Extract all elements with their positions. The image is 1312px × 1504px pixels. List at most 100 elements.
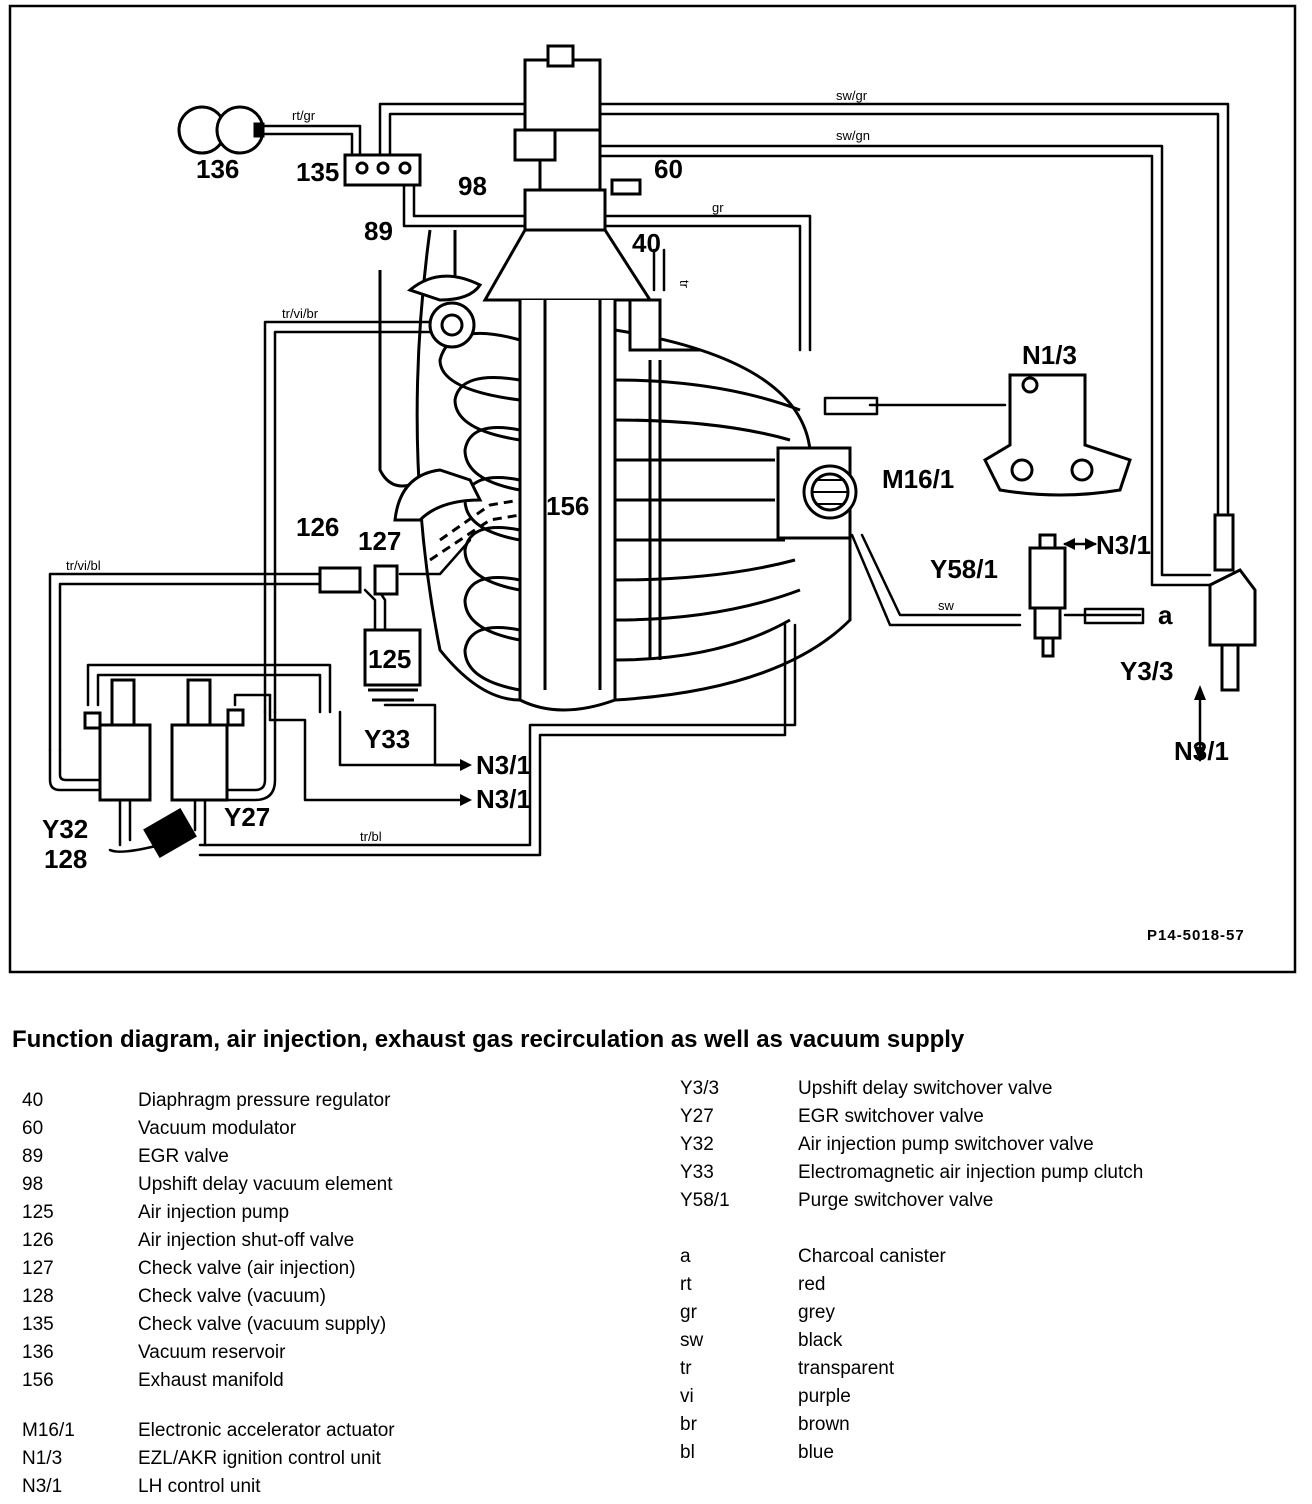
legend-description: Air injection pump switchover valve [798, 1134, 1094, 1155]
ignition-control-unit-n1-3 [983, 373, 1132, 497]
vacuum-line-tr-vi-bl [48, 572, 322, 752]
label-98: 98 [458, 171, 487, 201]
throttle-actuator-m16-1 [776, 446, 858, 540]
label-89: 89 [364, 216, 393, 246]
label-n3-1-bottom: N3/1 [1174, 736, 1229, 766]
label-y32: Y32 [42, 814, 88, 844]
vacuum-line-sw-gr [378, 102, 1230, 517]
legend-description: EGR valve [138, 1146, 229, 1167]
label-40: 40 [632, 228, 661, 258]
legend-code: vi [680, 1386, 694, 1407]
legend-code: a [680, 1246, 691, 1267]
label-y33: Y33 [364, 724, 410, 754]
legend-description: Electromagnetic air injection pump clutc… [798, 1162, 1144, 1183]
wire-label-sw-gr: sw/gr [836, 88, 868, 103]
label-156: 156 [546, 491, 589, 521]
wire-label-rt-gr: rt/gr [292, 108, 316, 123]
legend-description: Upshift delay vacuum element [138, 1174, 393, 1195]
legend-description: purple [798, 1386, 851, 1407]
legend-description: Check valve (air injection) [138, 1258, 356, 1279]
switchover-valve-y32 [83, 678, 152, 802]
vacuum-line-sw [850, 533, 1022, 627]
legend-description: EGR switchover valve [798, 1106, 984, 1127]
legend-code: 136 [22, 1342, 54, 1363]
legend-code: Y58/1 [680, 1190, 730, 1211]
wire-label-gr: gr [712, 200, 724, 215]
vacuum-line-tr-vi-br [263, 320, 437, 714]
arrow-to-n31-b [460, 794, 472, 806]
legend-code: gr [680, 1302, 697, 1323]
purge-switchover-valve-y58-1 [1028, 533, 1067, 658]
legend-description: Check valve (vacuum supply) [138, 1314, 387, 1335]
legend-description: Air injection shut-off valve [138, 1230, 355, 1251]
label-60: 60 [654, 154, 683, 184]
label-135: 135 [296, 157, 339, 187]
legend-description: Electronic accelerator actuator [138, 1420, 395, 1441]
legend-description: transparent [798, 1358, 895, 1379]
legend-code: 89 [22, 1146, 44, 1167]
legend-description: brown [798, 1414, 850, 1435]
legend-code: Y32 [680, 1134, 714, 1155]
wire-label-tr: tr [677, 280, 692, 289]
legend-description: Purge switchover valve [798, 1190, 994, 1211]
legend-code: 135 [22, 1314, 54, 1335]
arrow-to-n31-a [460, 759, 472, 771]
label-125: 125 [368, 644, 411, 674]
label-127: 127 [358, 526, 401, 556]
check-valve-135 [343, 153, 422, 187]
legend-code: 98 [22, 1174, 44, 1195]
vacuum-line-tr-bl [198, 623, 797, 857]
legend-description: red [798, 1274, 826, 1295]
legend-code: bl [680, 1442, 695, 1463]
label-y58-1: Y58/1 [930, 554, 998, 584]
legend-description: Exhaust manifold [138, 1370, 284, 1391]
legend-description: LH control unit [138, 1476, 261, 1497]
legend-code: Y33 [680, 1162, 714, 1183]
legend-code: 156 [22, 1370, 54, 1391]
switchover-valve-y27 [170, 678, 245, 802]
vacuum-line-tr [652, 248, 666, 292]
wire-label-sw-gn: sw/gn [836, 128, 870, 143]
legend-description: Air injection pump [138, 1202, 290, 1223]
function-diagram: 136 135 98 60 89 40 N1/3 M16/1 156 126 1… [8, 4, 1297, 974]
legend-code: rt [680, 1274, 692, 1295]
engine-assembly [378, 44, 852, 712]
wire-label-tr-vi-bl: tr/vi/bl [66, 558, 101, 573]
legend-description: blue [798, 1442, 834, 1463]
legend-description: Charcoal canister [798, 1246, 946, 1267]
legend-code: M16/1 [22, 1420, 75, 1441]
label-n3-1-right: N3/1 [1096, 530, 1151, 560]
label-126: 126 [296, 512, 339, 542]
label-m16-1: M16/1 [882, 464, 954, 494]
check-valve-128 [143, 807, 197, 859]
legend-description: Vacuum modulator [138, 1118, 297, 1139]
upshift-delay-valve-y3-3 [1208, 513, 1257, 692]
label-136: 136 [196, 154, 239, 184]
legend-description: Check valve (vacuum) [138, 1286, 326, 1307]
vacuum-line-sw-gn [558, 144, 1212, 587]
legend-code: br [680, 1414, 697, 1435]
air-injection-pump-125 [363, 628, 422, 702]
shut-off-valve-126 [318, 564, 399, 596]
figure-id: P14-5018-57 [1147, 927, 1245, 944]
legend-description: EZL/AKR ignition control unit [138, 1448, 381, 1469]
legend-code: 125 [22, 1202, 54, 1223]
label-a: a [1158, 600, 1173, 630]
legend-code: 128 [22, 1286, 54, 1307]
legend-code: Y27 [680, 1106, 714, 1127]
vacuum-reservoir-136 [177, 105, 265, 155]
legend-description: black [798, 1330, 843, 1351]
vacuum-line-rt-gr [253, 124, 362, 160]
label-n3-1-a: N3/1 [476, 750, 531, 780]
legend-code: N3/1 [22, 1476, 63, 1497]
wire-label-sw: sw [938, 598, 955, 613]
label-128: 128 [44, 844, 87, 874]
wire-label-tr-bl: tr/bl [360, 829, 382, 844]
legend-description: Diaphragm pressure regulator [138, 1090, 391, 1111]
wire-label-tr-vi-br: tr/vi/br [282, 306, 319, 321]
legend-code: 127 [22, 1258, 54, 1279]
legend-code: tr [680, 1358, 692, 1379]
label-n3-1-b: N3/1 [476, 784, 531, 814]
legend-description: Vacuum reservoir [138, 1342, 286, 1363]
legend-description: grey [798, 1302, 835, 1323]
